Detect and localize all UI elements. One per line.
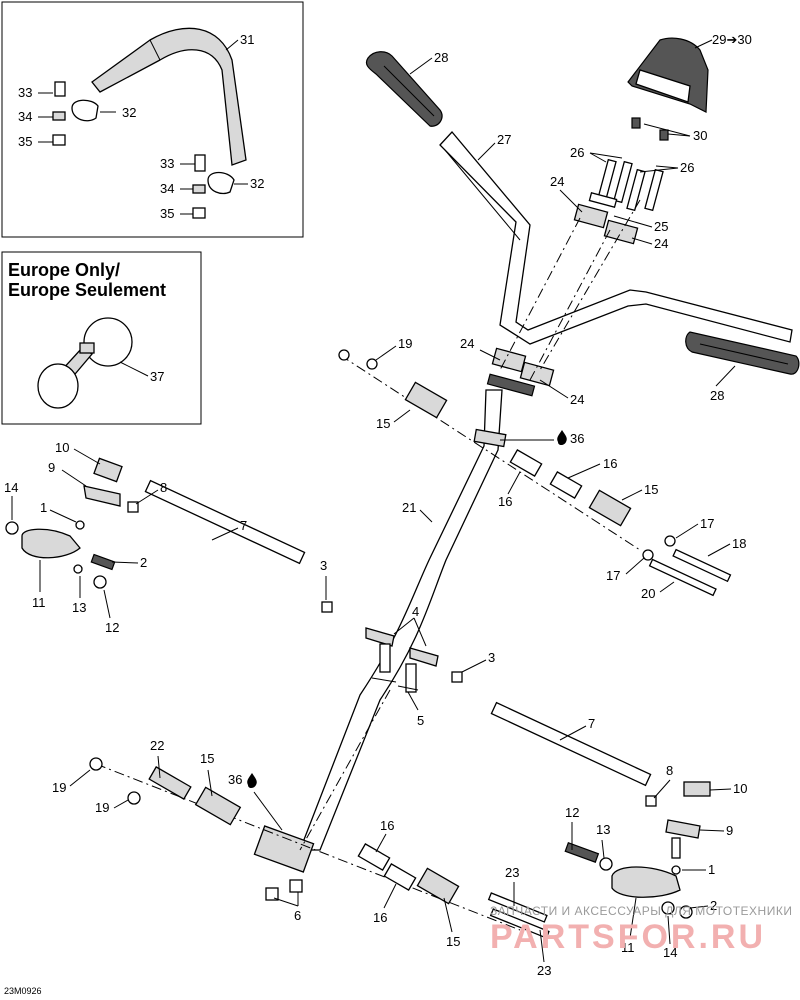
callout-30: 30 — [693, 128, 707, 143]
callout-15: 15 — [446, 934, 460, 949]
loctite-callout-upper: 36 — [500, 430, 584, 446]
callout-10: 10 — [55, 440, 69, 455]
callout-4: 4 — [412, 604, 419, 619]
callout-16: 16 — [603, 456, 617, 471]
callout-36: 36 — [228, 772, 242, 787]
clamp-lower — [486, 347, 555, 397]
grip-left — [365, 51, 443, 127]
callout-17: 17 — [700, 516, 714, 531]
callout-31: 31 — [240, 32, 254, 47]
handlebar-pad — [91, 27, 247, 166]
grip-right — [685, 331, 800, 375]
callout-25: 25 — [654, 219, 668, 234]
callout-19: 19 — [95, 800, 109, 815]
callout-34: 34 — [160, 181, 174, 196]
callout-34: 34 — [18, 109, 32, 124]
callout-28: 28 — [710, 388, 724, 403]
clamp-upper — [573, 191, 639, 245]
inset-note-line1: Europe Only/ — [8, 260, 120, 280]
callout-24: 24 — [654, 236, 668, 251]
callout-28: 28 — [434, 50, 448, 65]
callout-15: 15 — [376, 416, 390, 431]
inset-note-line2: Europe Seulement — [8, 280, 166, 300]
horn — [37, 317, 133, 409]
callout-32: 32 — [250, 176, 264, 191]
lower-linkage — [89, 757, 550, 939]
ball-joints — [365, 627, 463, 693]
callout-9: 9 — [726, 823, 733, 838]
callout-2: 2 — [140, 555, 147, 570]
upper-linkage — [338, 349, 732, 597]
callout-29-30: 29➔30 — [712, 32, 752, 47]
figure-code: 23M0926 — [4, 986, 42, 996]
callout-15: 15 — [644, 482, 658, 497]
callout-22: 22 — [150, 738, 164, 753]
callout-19: 19 — [52, 780, 66, 795]
callout-6: 6 — [294, 908, 301, 923]
callout-24: 24 — [550, 174, 564, 189]
callout-16: 16 — [498, 494, 512, 509]
inset-handlebar-pad: 31 33 34 35 32 33 34 35 32 — [1, 1, 304, 238]
callout-7: 7 — [588, 716, 595, 731]
callout-17: 17 — [606, 568, 620, 583]
loctite-drop-icon — [247, 773, 257, 788]
callout-36: 36 — [570, 431, 584, 446]
tie-rod-right — [490, 701, 711, 919]
callout-3: 3 — [488, 650, 495, 665]
callout-1: 1 — [708, 862, 715, 877]
callout-8: 8 — [666, 763, 673, 778]
handlebar — [439, 131, 793, 345]
callout-7: 7 — [240, 518, 247, 533]
callout-19: 19 — [398, 336, 412, 351]
callout-18: 18 — [732, 536, 746, 551]
callout-33: 33 — [160, 156, 174, 171]
tie-rod-left — [5, 457, 333, 613]
callout-16: 16 — [373, 910, 387, 925]
callout-10: 10 — [733, 781, 747, 796]
callout-14: 14 — [4, 480, 18, 495]
callout-27: 27 — [497, 132, 511, 147]
callout-13: 13 — [596, 822, 610, 837]
callout-23: 23 — [505, 865, 519, 880]
callout-13: 13 — [72, 600, 86, 615]
callout-8: 8 — [160, 480, 167, 495]
callout-5: 5 — [417, 713, 424, 728]
callout-35: 35 — [160, 206, 174, 221]
loctite-drop-icon — [557, 430, 567, 445]
callout-3: 3 — [320, 558, 327, 573]
handlebar-cover — [627, 37, 709, 113]
watermark-brand: PARTSFOR.RU — [490, 918, 766, 956]
loctite-callout-lower: 36 — [228, 772, 283, 831]
callout-12: 12 — [105, 620, 119, 635]
callout-26: 26 — [570, 145, 584, 160]
clamp-bolts — [597, 158, 664, 212]
callout-9: 9 — [48, 460, 55, 475]
callout-2: 2 — [710, 898, 717, 913]
watermark-tagline: ЗАПЧАСТИ И АКСЕССУАРЫ ДЛЯ МОТОТЕХНИКИ — [490, 904, 792, 918]
callout-23: 23 — [537, 963, 551, 978]
callout-21: 21 — [402, 500, 416, 515]
callout-32: 32 — [122, 105, 136, 120]
callout-11: 11 — [32, 595, 46, 610]
callout-12: 12 — [565, 805, 579, 820]
clamp-assembly-lower — [192, 154, 235, 219]
callout-1: 1 — [40, 500, 47, 515]
callout-24: 24 — [570, 392, 584, 407]
steering-column — [253, 389, 507, 873]
callout-14: 14 — [663, 945, 677, 960]
callout-37: 37 — [150, 369, 164, 384]
callout-33: 33 — [18, 85, 32, 100]
callout-11: 11 — [621, 940, 635, 955]
inset-europe-horn: Europe Only/ Europe Seulement 37 — [1, 251, 202, 425]
callout-15: 15 — [200, 751, 214, 766]
callout-20: 20 — [641, 586, 655, 601]
clamp-assembly-upper — [52, 81, 116, 146]
callout-24: 24 — [460, 336, 474, 351]
callout-16: 16 — [380, 818, 394, 833]
watermark: ЗАПЧАСТИ И АКСЕССУАРЫ ДЛЯ МОТОТЕХНИКИ PA… — [490, 904, 792, 956]
callout-35: 35 — [18, 134, 32, 149]
callout-26: 26 — [680, 160, 694, 175]
